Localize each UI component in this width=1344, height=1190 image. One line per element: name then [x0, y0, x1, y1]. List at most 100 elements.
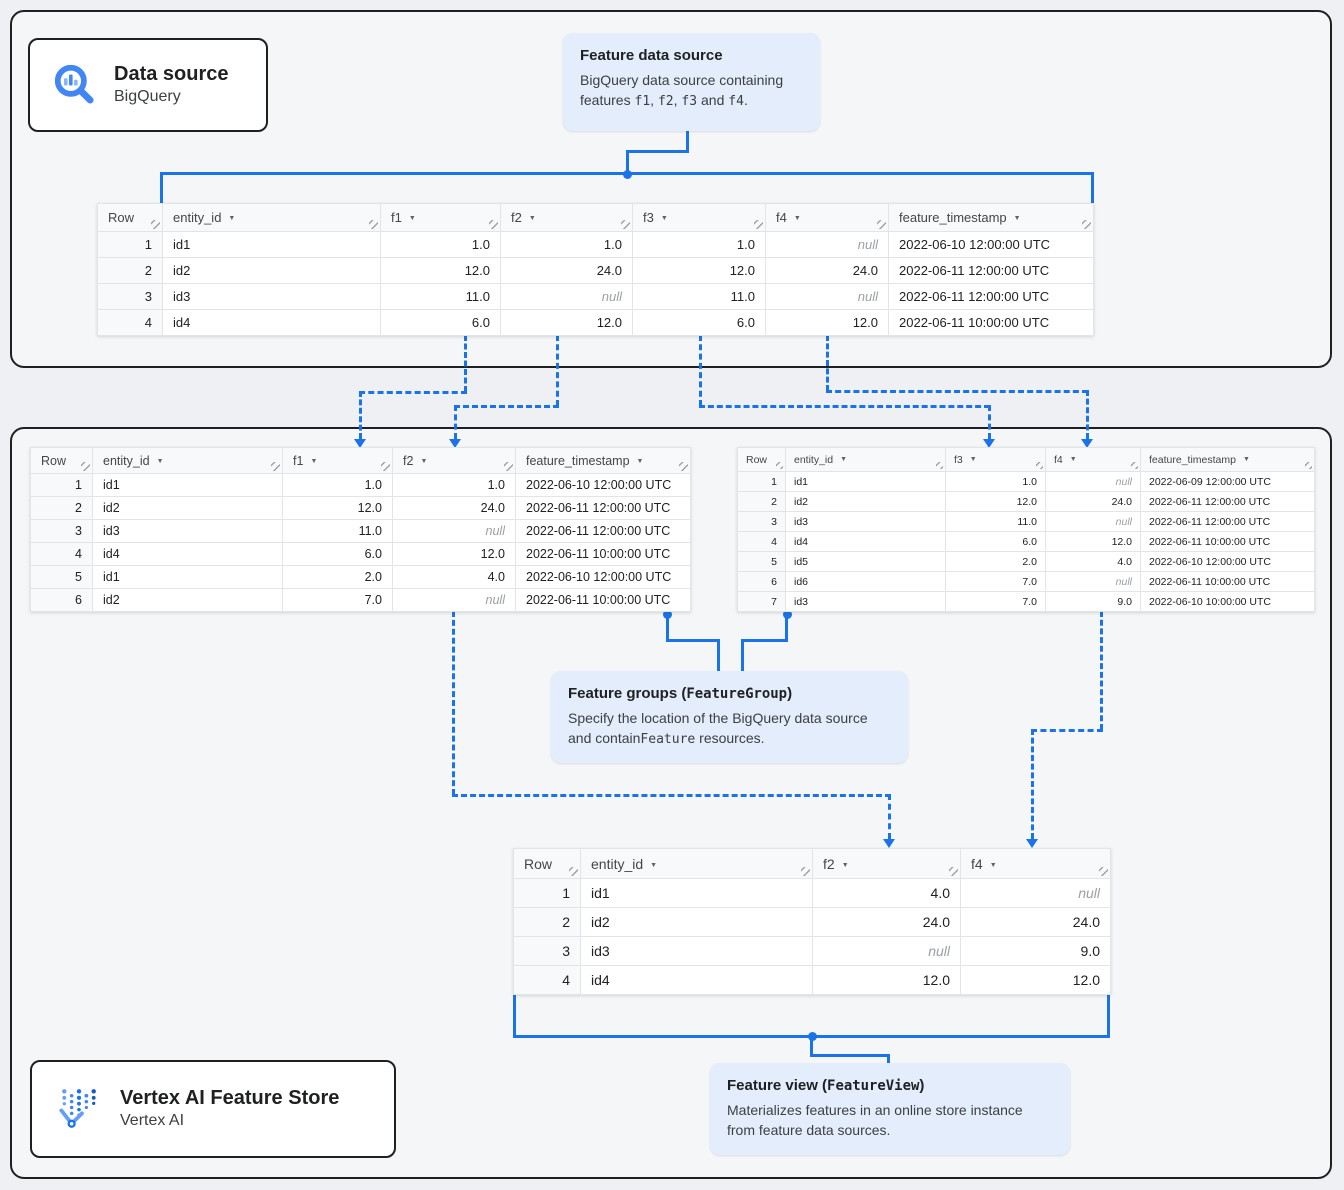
cell-f3: 7.0 — [945, 571, 1046, 592]
cell-f3: 1.0 — [632, 231, 766, 258]
column-resize-handle-icon — [679, 462, 688, 471]
column-header-f4: f4▼ — [765, 203, 889, 232]
column-label: f4 — [1054, 453, 1063, 466]
cell-entity_id: id2 — [580, 907, 813, 937]
column-resize-handle-icon — [949, 867, 958, 876]
callout-title: Feature view (FeatureView) — [727, 1077, 1053, 1094]
cell-entity_id: id5 — [785, 551, 946, 572]
cell-entity_id: id3 — [785, 511, 946, 532]
cell-f4: null — [1045, 471, 1141, 492]
text-segment: Feature data source — [580, 47, 723, 64]
text-segment: f1 — [634, 94, 651, 110]
sort-arrow-icon: ▼ — [793, 215, 801, 222]
column-header-Row: Row — [30, 447, 93, 474]
column-resize-handle-icon — [1131, 462, 1138, 469]
cell-f2: 24.0 — [392, 496, 516, 520]
cell-f2: 12.0 — [500, 309, 633, 336]
cell-Row: 6 — [30, 588, 93, 612]
cell-f1: 11.0 — [380, 283, 501, 310]
feature-data-source-callout: Feature data source BigQuery data source… — [563, 33, 820, 131]
cell-Row: 2 — [513, 907, 581, 937]
cell-f4: 24.0 — [960, 907, 1111, 937]
cell-f4: 4.0 — [1045, 551, 1141, 572]
column-resize-handle-icon — [81, 462, 90, 471]
column-resize-handle-icon — [776, 462, 783, 469]
text-segment: BigQuery data source containing features — [580, 72, 784, 109]
vertex-feature-store-card: Vertex AI Feature Store Vertex AI — [30, 1060, 396, 1158]
column-resize-handle-icon — [489, 220, 498, 229]
cell-Row: 2 — [737, 491, 786, 512]
cell-f2: 1.0 — [500, 231, 633, 258]
column-label: entity_id — [794, 453, 834, 466]
card-subtitle: BigQuery — [114, 88, 181, 106]
column-header-entity_id: entity_id▼ — [580, 848, 813, 879]
text-segment: FeatureView — [827, 1078, 920, 1094]
cell-f3: 6.0 — [632, 309, 766, 336]
cell-f4: 9.0 — [1045, 591, 1141, 612]
cell-Row: 1 — [97, 231, 163, 258]
cell-f3: 1.0 — [945, 471, 1046, 492]
text-segment: ) — [787, 685, 793, 702]
column-header-Row: Row — [513, 848, 581, 879]
cell-f1: 7.0 — [282, 588, 393, 612]
sort-arrow-icon: ▼ — [969, 455, 977, 463]
column-header-Row: Row — [97, 203, 163, 232]
column-resize-handle-icon — [621, 220, 630, 229]
cell-feature_timestamp: 2022-06-11 10:00:00 UTC — [515, 542, 691, 566]
cell-Row: 3 — [30, 519, 93, 543]
column-label: entity_id — [591, 855, 644, 872]
column-label: f1 — [293, 453, 304, 468]
cell-f4: null — [960, 878, 1111, 908]
cell-entity_id: id4 — [162, 309, 381, 336]
cell-f4: 12.0 — [765, 309, 889, 336]
text-segment: f3 — [681, 94, 698, 110]
column-label: f4 — [971, 855, 983, 872]
cell-Row: 5 — [30, 565, 93, 589]
column-resize-handle-icon — [1305, 462, 1312, 469]
cell-entity_id: id3 — [580, 936, 813, 966]
column-header-entity_id: entity_id▼ — [162, 203, 381, 232]
cell-feature_timestamp: 2022-06-11 12:00:00 UTC — [888, 283, 1094, 310]
cell-Row: 2 — [97, 257, 163, 284]
cell-entity_id: id4 — [785, 531, 946, 552]
cell-feature_timestamp: 2022-06-11 12:00:00 UTC — [1140, 511, 1315, 532]
cell-entity_id: id4 — [92, 542, 283, 566]
cell-f3: 6.0 — [945, 531, 1046, 552]
cell-feature_timestamp: 2022-06-11 10:00:00 UTC — [1140, 531, 1315, 552]
vertex-ai-icon — [54, 1084, 104, 1134]
cell-Row: 6 — [737, 571, 786, 592]
cell-f4: null — [765, 231, 889, 258]
cell-f4: null — [1045, 511, 1141, 532]
cell-f2: 24.0 — [812, 907, 961, 937]
cell-entity_id: id4 — [580, 965, 813, 995]
cell-feature_timestamp: 2022-06-11 10:00:00 UTC — [515, 588, 691, 612]
line-segment — [454, 405, 559, 408]
column-resize-handle-icon — [1036, 462, 1043, 469]
column-header-entity_id: entity_id▼ — [92, 447, 283, 474]
cell-f4: 12.0 — [960, 965, 1111, 995]
sort-arrow-icon: ▼ — [840, 455, 848, 463]
column-label: f1 — [391, 210, 402, 225]
cell-feature_timestamp: 2022-06-11 12:00:00 UTC — [1140, 491, 1315, 512]
cell-Row: 3 — [513, 936, 581, 966]
feature-view-callout: Feature view (FeatureView) Materializes … — [710, 1063, 1070, 1155]
cell-entity_id: id2 — [92, 496, 283, 520]
column-header-f1: f1▼ — [380, 203, 501, 232]
cell-entity_id: id1 — [785, 471, 946, 492]
line-segment — [359, 391, 467, 394]
column-header-feature_timestamp: feature_timestamp▼ — [888, 203, 1094, 232]
column-header-feature_timestamp: feature_timestamp▼ — [515, 447, 691, 474]
text-segment: , — [673, 92, 682, 109]
line-segment — [826, 390, 1088, 393]
column-header-f4: f4▼ — [1045, 447, 1141, 472]
cell-f2: 12.0 — [812, 965, 961, 995]
